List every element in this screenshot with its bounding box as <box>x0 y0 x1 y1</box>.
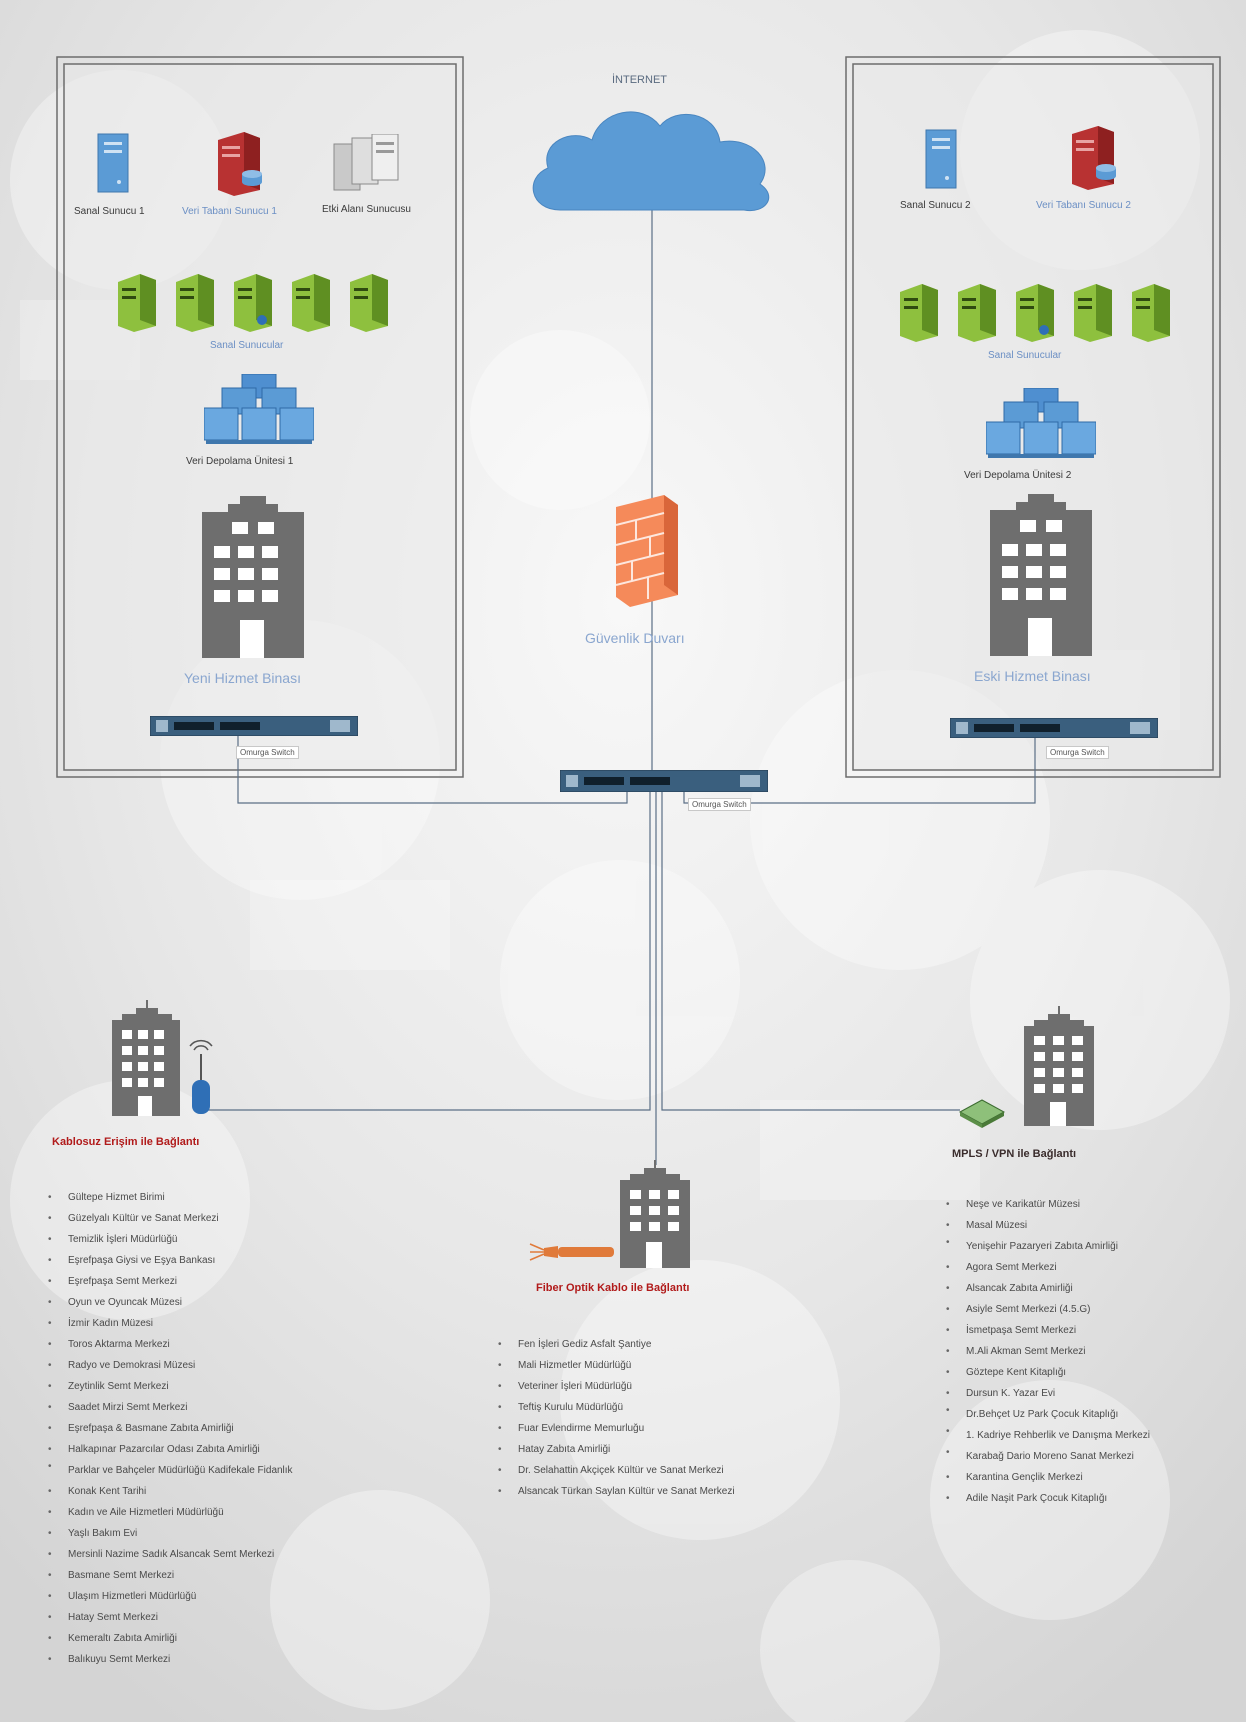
site-list-item: Eşrefpaşa Giysi ve Eşya Bankası <box>46 1250 376 1271</box>
left-switch-label: Omurga Switch <box>236 746 299 759</box>
site-list-item: Mali Hizmetler Müdürlüğü <box>496 1355 856 1376</box>
storage-right-icon <box>986 388 1096 458</box>
left-building-icon <box>202 496 304 658</box>
site-list-item: Göztepe Kent Kitaplığı <box>944 1362 1204 1383</box>
internet-label: İNTERNET <box>612 74 667 86</box>
site-list-item: Konak Kent Tarihi <box>46 1481 376 1502</box>
site-list-item: Basmane Semt Merkezi <box>46 1565 376 1586</box>
site-list-item: Saadet Mirzi Semt Merkezi <box>46 1397 376 1418</box>
database-server-1-icon <box>218 132 262 196</box>
site-list-item: İsmetpaşa Semt Merkezi <box>944 1320 1204 1341</box>
fiber-title: Fiber Optik Kablo ile Bağlantı <box>536 1282 690 1294</box>
site-list-item: Adile Naşit Park Çocuk Kitaplığı <box>944 1488 1204 1509</box>
site-list-item: Neşe ve Karikatür Müzesi <box>944 1194 1204 1215</box>
site-list-item: M.Ali Akman Semt Merkezi <box>944 1341 1204 1362</box>
virtual-server-2-icon <box>925 129 957 189</box>
right-building-icon <box>990 494 1092 656</box>
cloud-icon <box>532 111 770 212</box>
site-list-item: Balıkuyu Semt Merkezi <box>46 1649 376 1670</box>
right-server-2-label: Veri Tabanı Sunucu 2 <box>1036 200 1131 211</box>
fiber-building-icon <box>620 1160 690 1268</box>
wireless-title: Kablosuz Erişim ile Bağlantı <box>52 1136 200 1148</box>
firewall-label: Güvenlik Duvarı <box>585 630 685 646</box>
site-list-item: Radyo ve Demokrasi Müzesi <box>46 1355 376 1376</box>
fiber-site-list: Fen İşleri Gediz Asfalt ŞantiyeMali Hizm… <box>496 1334 856 1502</box>
firewall-icon <box>615 495 678 607</box>
site-list-item: Ulaşım Hizmetleri Müdürlüğü <box>46 1586 376 1607</box>
site-list-item: Oyun ve Oyuncak Müzesi <box>46 1292 376 1313</box>
site-list-item: Yaşlı Bakım Evi <box>46 1523 376 1544</box>
storage-left-icon <box>204 374 314 444</box>
site-list-item: Eşrefpaşa & Basmane Zabıta Amirliği <box>46 1418 376 1439</box>
right-switch-label: Omurga Switch <box>1046 746 1109 759</box>
wireless-site-list: Gültepe Hizmet BirimiGüzelyalı Kültür ve… <box>46 1187 376 1670</box>
left-storage-label: Veri Depolama Ünitesi 1 <box>186 456 294 467</box>
site-list-item: Güzelyalı Kültür ve Sanat Merkezi <box>46 1208 376 1229</box>
site-list-item: Fuar Evlendirme Memurluğu <box>496 1418 856 1439</box>
mpls-title: MPLS / VPN ile Bağlantı <box>952 1148 1077 1160</box>
site-list-item: Masal Müzesi <box>944 1215 1204 1236</box>
site-list-item: 1. Kadriye Rehberlik ve Danışma Merkezi <box>944 1425 1204 1446</box>
site-list-item: Yenişehir Pazaryeri Zabıta Amirliği <box>944 1236 1204 1257</box>
right-storage-label: Veri Depolama Ünitesi 2 <box>964 470 1072 481</box>
site-list-item: Gültepe Hizmet Birimi <box>46 1187 376 1208</box>
left-building-label: Yeni Hizmet Binası <box>184 670 301 686</box>
wireless-building-icon <box>112 1000 213 1116</box>
site-list-item: Kemeraltı Zabıta Amirliği <box>46 1628 376 1649</box>
mpls-building-icon <box>1024 1006 1094 1126</box>
site-list-item: Kadın ve Aile Hizmetleri Müdürlüğü <box>46 1502 376 1523</box>
site-list-item: Dr. Selahattin Akçiçek Kültür ve Sanat M… <box>496 1460 856 1481</box>
right-switch-icon[interactable] <box>950 718 1158 738</box>
site-list-item: Dursun K. Yazar Evi <box>944 1383 1204 1404</box>
virtual-server-1-icon <box>97 133 129 193</box>
domain-server-icon <box>333 134 399 191</box>
site-list-item: Teftiş Kurulu Müdürlüğü <box>496 1397 856 1418</box>
virtual-servers-right-icon <box>900 284 1170 342</box>
database-server-2-icon <box>1072 126 1116 190</box>
site-list-item: Hatay Zabıta Amirliği <box>496 1439 856 1460</box>
left-vm-label: Sanal Sunucular <box>210 340 284 351</box>
virtual-servers-left-icon <box>118 274 388 332</box>
site-list-item: Fen İşleri Gediz Asfalt Şantiye <box>496 1334 856 1355</box>
core-switch-label: Omurga Switch <box>688 798 751 811</box>
left-server-3-label: Etki Alanı Sunucusu <box>322 204 411 215</box>
right-server-1-label: Sanal Sunucu 2 <box>900 200 971 211</box>
site-list-item: Toros Aktarma Merkezi <box>46 1334 376 1355</box>
left-switch-icon[interactable] <box>150 716 358 736</box>
site-list-item: Temizlik İşleri Müdürlüğü <box>46 1229 376 1250</box>
right-building-label: Eski Hizmet Binası <box>974 668 1091 684</box>
left-server-2-label: Veri Tabanı Sunucu 1 <box>182 206 277 217</box>
site-list-item: Karabağ Dario Moreno Sanat Merkezi <box>944 1446 1204 1467</box>
site-list-item: Asiyle Semt Merkezi (4.5.G) <box>944 1299 1204 1320</box>
site-list-item: Alsancak Zabıta Amirliği <box>944 1278 1204 1299</box>
core-switch-icon[interactable] <box>560 770 768 792</box>
left-server-1-label: Sanal Sunucu 1 <box>74 206 145 217</box>
right-vm-label: Sanal Sunucular <box>988 350 1062 361</box>
site-list-item: Mersinli Nazime Sadık Alsancak Semt Merk… <box>46 1544 376 1565</box>
site-list-item: Parklar ve Bahçeler Müdürlüğü Kadifekale… <box>46 1460 376 1481</box>
site-list-item: Eşrefpaşa Semt Merkezi <box>46 1271 376 1292</box>
fiber-cable-icon <box>529 1243 614 1261</box>
site-list-item: Veteriner İşleri Müdürlüğü <box>496 1376 856 1397</box>
site-list-item: Hatay Semt Merkezi <box>46 1607 376 1628</box>
site-list-item: Zeytinlik Semt Merkezi <box>46 1376 376 1397</box>
router-icon <box>958 1099 1006 1128</box>
site-list-item: Agora Semt Merkezi <box>944 1257 1204 1278</box>
site-list-item: Halkapınar Pazarcılar Odası Zabıta Amirl… <box>46 1439 376 1460</box>
site-list-item: Alsancak Türkan Saylan Kültür ve Sanat M… <box>496 1481 856 1502</box>
site-list-item: Karantina Gençlik Merkezi <box>944 1467 1204 1488</box>
site-list-item: Dr.Behçet Uz Park Çocuk Kitaplığı <box>944 1404 1204 1425</box>
site-list-item: İzmir Kadın Müzesi <box>46 1313 376 1334</box>
mpls-site-list: Neşe ve Karikatür MüzesiMasal MüzesiYeni… <box>944 1194 1204 1509</box>
